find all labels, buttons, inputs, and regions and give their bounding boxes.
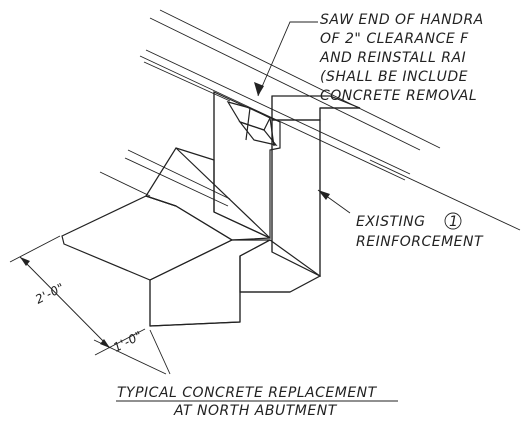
dimension-lines [9,235,171,375]
note-line-1: SAW END OF HANDRA [320,12,484,28]
leader-lines [254,21,351,214]
title-line-2: AT NORTH ABUTMENT [173,403,338,419]
note-line-5: CONCRETE REMOVAL [320,88,477,104]
right-wall [271,95,361,277]
reinforcement-label: REINFORCEMENT [356,234,484,250]
drawing-title: TYPICAL CONCRETE REPLACEMENT AT NORTH AB… [116,385,398,419]
reference-number: 1 [449,214,458,230]
reference-bubble [444,212,462,230]
dim-label-2ft: 2'-0" [33,280,67,307]
handrail-saw-cut [226,101,278,147]
note-line-3: AND REINSTALL RAI [319,50,466,66]
existing-label: EXISTING [356,214,425,230]
existing-reinforcement-note: EXISTING 1 REINFORCEMENT [356,212,484,250]
note-line-2: OF 2" CLEARANCE F [320,31,469,47]
title-line-1: TYPICAL CONCRETE REPLACEMENT [117,385,378,401]
saw-cut-note: SAW END OF HANDRA OF 2" CLEARANCE F AND … [319,12,484,104]
base-slab [61,195,322,327]
note-line-4: (SHALL BE INCLUDE [320,69,468,85]
sloped-face [145,147,271,241]
dim-label-1ft: 1'-0" [111,328,145,355]
